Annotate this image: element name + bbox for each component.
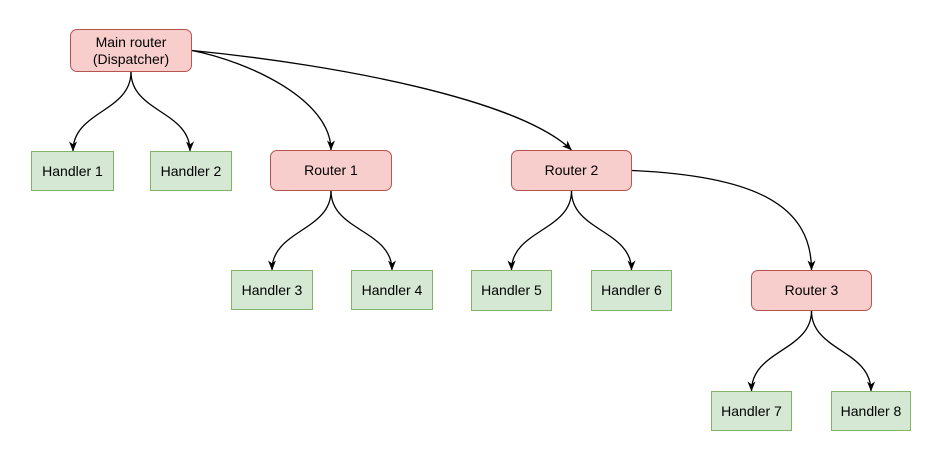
node-label: Main router (Dispatcher) xyxy=(93,34,169,68)
node-router-1[interactable]: Router 1 xyxy=(270,150,392,191)
node-label: Handler 2 xyxy=(160,162,222,179)
node-label: Handler 3 xyxy=(241,281,303,298)
node-label: Router 3 xyxy=(784,282,839,298)
node-label-line-2: (Dispatcher) xyxy=(92,50,170,67)
node-label: Handler 4 xyxy=(361,281,423,298)
edge-main-to-router-2 xyxy=(191,49,572,151)
node-label: Handler 7 xyxy=(721,402,782,419)
node-label: Handler 1 xyxy=(42,162,103,179)
node-handler-3[interactable]: Handler 3 xyxy=(231,270,313,310)
node-handler-7[interactable]: Handler 7 xyxy=(711,391,792,431)
edge-main-to-router-1 xyxy=(191,49,335,151)
edge-main-to-handler-1 xyxy=(69,71,132,152)
node-label: Router 1 xyxy=(304,162,358,178)
node-main-router[interactable]: Main router (Dispatcher) xyxy=(70,29,192,72)
edge-router-3-to-handler-8 xyxy=(810,310,875,392)
node-handler-4[interactable]: Handler 4 xyxy=(351,270,433,310)
edge-router-2-to-handler-6 xyxy=(570,190,636,271)
node-label: Router 2 xyxy=(544,162,599,178)
edge-router-1-to-handler-3 xyxy=(268,190,332,271)
edge-main-to-handler-2 xyxy=(130,71,194,152)
node-label: Handler 6 xyxy=(601,282,662,298)
node-handler-5[interactable]: Handler 5 xyxy=(471,270,552,311)
node-router-3[interactable]: Router 3 xyxy=(751,270,872,311)
node-handler-6[interactable]: Handler 6 xyxy=(591,270,672,311)
edge-router-1-to-handler-4 xyxy=(330,190,396,271)
node-router-2[interactable]: Router 2 xyxy=(511,150,632,191)
edge-router-2-to-handler-5 xyxy=(507,190,573,271)
node-handler-2[interactable]: Handler 2 xyxy=(150,151,232,191)
node-label-line-1: Main router xyxy=(95,33,167,50)
node-handler-1[interactable]: Handler 1 xyxy=(31,151,114,191)
node-label: Handler 5 xyxy=(481,282,542,298)
node-handler-8[interactable]: Handler 8 xyxy=(831,391,911,431)
edge-router-3-to-handler-7 xyxy=(747,310,813,392)
node-label: Handler 8 xyxy=(840,402,902,419)
edge-router-2-to-router-3 xyxy=(631,169,816,271)
